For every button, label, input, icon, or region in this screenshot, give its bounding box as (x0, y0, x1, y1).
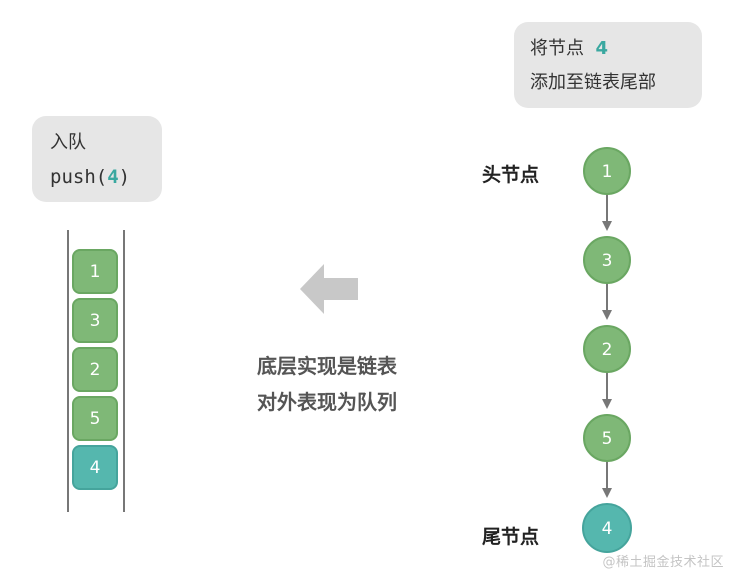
head-node-label: 头节点 (482, 164, 540, 186)
append-callout-line2: 添加至链表尾部 (530, 72, 656, 93)
queue-item-new: 4 (72, 445, 118, 490)
linked-list-node-new (582, 503, 632, 553)
append-callout-line1: 将节点 4 (530, 32, 686, 66)
queue-item-3: 2 (72, 347, 118, 392)
linked-list-node-4 (583, 414, 631, 462)
linked-list-node-1-label: 1 (602, 162, 613, 182)
linked-list-node-3 (583, 325, 631, 373)
explanation-line-2: 对外表现为队列 (257, 390, 397, 414)
linked-list-node-new-label: 4 (602, 519, 613, 539)
linked-list-diagram: 1 3 2 5 4 (582, 147, 632, 553)
linked-list-node-2-label: 3 (602, 251, 613, 271)
append-callout-prefix: 将节点 (530, 38, 584, 59)
tail-node-label: 尾节点 (482, 526, 540, 548)
left-arrow-icon (300, 264, 358, 314)
queue-item-4: 5 (72, 396, 118, 441)
push-callout-title: 入队 (50, 132, 86, 153)
append-operation-callout: 将节点 4 添加至链表尾部 (514, 22, 702, 108)
append-callout-value: 4 (595, 38, 608, 59)
push-code-prefix: push( (50, 166, 108, 188)
linked-list-node-1 (583, 147, 631, 195)
linked-list-node-3-label: 2 (602, 340, 613, 360)
queue-item-2: 3 (72, 298, 118, 343)
push-operation-callout: 入队 push(4) (32, 116, 162, 202)
queue-left-wall (67, 230, 69, 512)
queue-item-1: 1 (72, 249, 118, 294)
watermark-text: @稀土掘金技术社区 (602, 555, 724, 570)
explanation-text: 底层实现是链表 对外表现为队列 (232, 348, 422, 420)
push-code-value: 4 (107, 166, 119, 188)
push-callout-code: push(4) (50, 160, 144, 194)
linked-list-node-4-label: 5 (602, 429, 613, 449)
explanation-line-1: 底层实现是链表 (257, 354, 397, 378)
linked-list-node-2 (583, 236, 631, 284)
queue-right-wall (123, 230, 125, 512)
push-code-suffix: ) (118, 166, 131, 188)
